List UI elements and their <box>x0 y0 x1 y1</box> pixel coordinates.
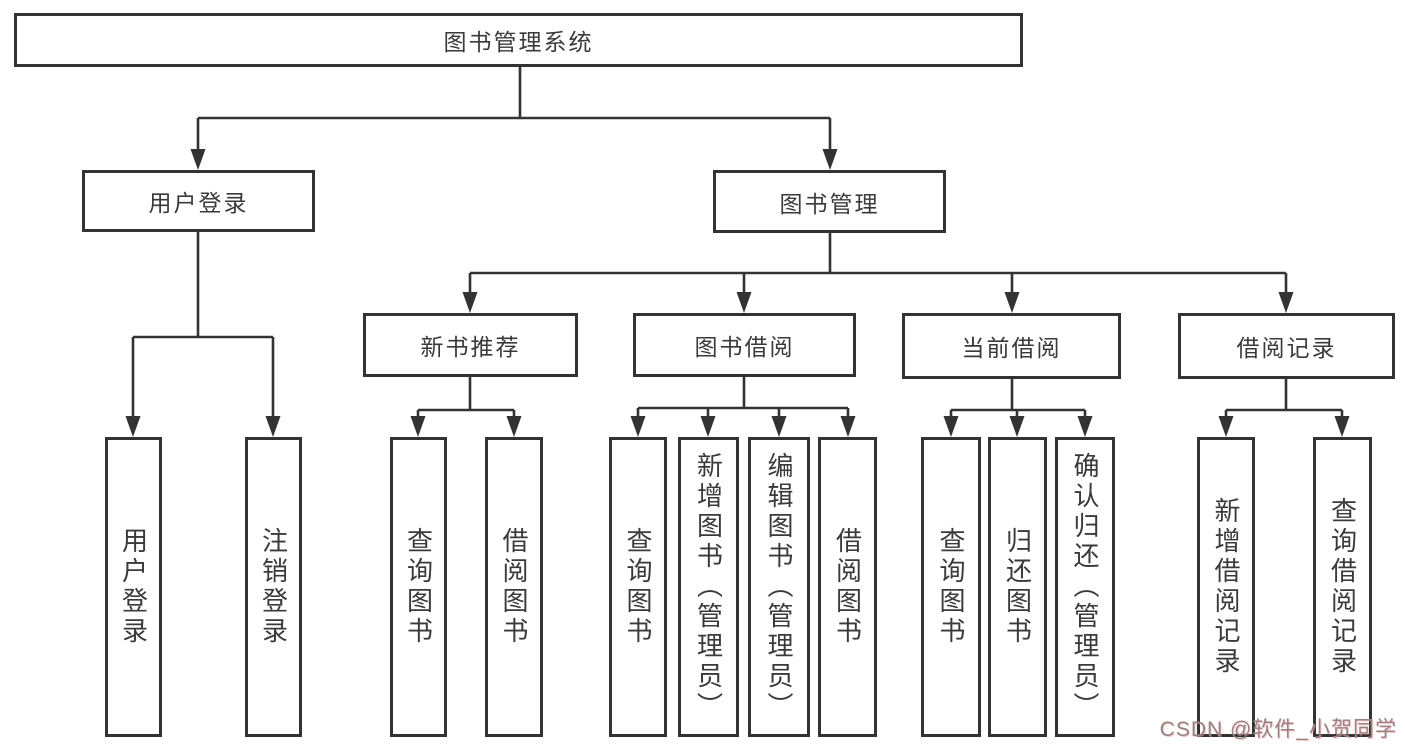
arrowhead-icon <box>265 416 281 437</box>
arrowhead-icon <box>410 416 426 437</box>
arrowhead-icon <box>125 416 141 437</box>
csdn-watermark: CSDN @软件_小贺同学 <box>1159 718 1397 741</box>
arrowhead-icon <box>1009 416 1025 437</box>
leaf-borrow-book: 借阅图书 <box>818 437 877 737</box>
arrowhead-icon <box>943 416 959 437</box>
leaf-add-book-admin: 新增图书（管理员） <box>678 437 739 737</box>
arrowhead-icon <box>1004 292 1020 313</box>
arrowhead-icon <box>1218 416 1234 437</box>
arrowhead-icon <box>190 149 206 170</box>
arrowhead-icon <box>700 416 716 437</box>
node-book-borrowing: 图书借阅 <box>633 313 856 377</box>
arrowhead-icon <box>506 416 522 437</box>
leaf-add-borrow-record: 新增借阅记录 <box>1197 437 1255 737</box>
leaf-borrow-book-recommend: 借阅图书 <box>485 437 543 737</box>
leaf-logout-login: 注销登录 <box>245 437 302 737</box>
leaf-user-login: 用户登录 <box>105 437 162 737</box>
node-current-borrowing: 当前借阅 <box>902 313 1121 379</box>
arrowhead-icon <box>1278 292 1294 313</box>
arrowhead-icon <box>462 292 478 313</box>
leaf-return-book: 归还图书 <box>988 437 1047 737</box>
leaf-query-book-borrowing: 查询图书 <box>609 437 667 737</box>
node-library-management-system: 图书管理系统 <box>14 13 1023 67</box>
arrowhead-icon <box>771 416 787 437</box>
leaf-query-borrow-record: 查询借阅记录 <box>1313 437 1372 737</box>
arrowhead-icon <box>840 416 856 437</box>
node-borrow-records: 借阅记录 <box>1178 313 1395 379</box>
node-user-login: 用户登录 <box>82 170 315 232</box>
arrowhead-icon <box>1077 416 1093 437</box>
connector-path <box>131 67 1344 421</box>
arrowhead-icon <box>1334 416 1350 437</box>
leaf-query-book-current: 查询图书 <box>921 437 981 737</box>
node-new-book-recommend: 新书推荐 <box>363 313 578 377</box>
leaf-query-book-recommend: 查询图书 <box>390 437 447 737</box>
arrowhead-icon <box>822 149 838 170</box>
arrowhead-icon <box>736 292 752 313</box>
leaf-edit-book-admin: 编辑图书（管理员） <box>748 437 810 737</box>
leaf-confirm-return-admin: 确认归还（管理员） <box>1055 437 1115 737</box>
arrowhead-icon <box>630 416 646 437</box>
node-book-management: 图书管理 <box>713 170 946 233</box>
